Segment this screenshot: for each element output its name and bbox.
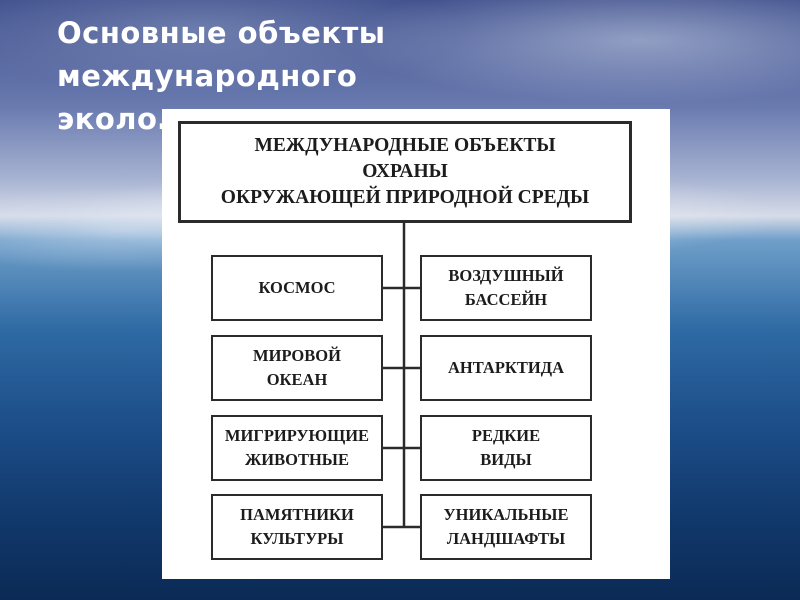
slide-title-line: международного <box>57 59 358 93</box>
node-label: ЛАНДШАФТЫ <box>446 529 566 548</box>
diagram-connectors <box>383 223 420 529</box>
node-label: МИГРИРУЮЩИЕ <box>224 426 370 445</box>
node-label: КОСМОС <box>258 278 336 297</box>
diagram-panel: МЕЖДУНАРОДНЫЕ ОБЪЕКТЫ ОХРАНЫ ОКРУЖАЮЩЕЙ … <box>162 109 670 579</box>
node-rare-species: РЕДКИЕ ВИДЫ <box>420 415 592 481</box>
node-label: АНТАРКТИДА <box>448 358 564 377</box>
node-label: ПАМЯТНИКИ <box>240 505 354 524</box>
node-antarctica: АНТАРКТИДА <box>420 335 592 401</box>
node-label: КУЛЬТУРЫ <box>250 529 344 548</box>
node-air-basin: ВОЗДУШНЫЙ БАССЕЙН <box>420 255 592 321</box>
node-migrating-animals: МИГРИРУЮЩИЕ ЖИВОТНЫЕ <box>211 415 383 481</box>
node-label: РЕДКИЕ <box>471 426 541 445</box>
node-label: УНИКАЛЬНЫЕ <box>443 505 569 524</box>
slide-title-line: Основные объекты <box>57 16 386 50</box>
node-label: ОКЕАН <box>266 370 328 389</box>
node-label: МИРОВОЙ <box>253 346 341 365</box>
node-label: ЖИВОТНЫЕ <box>244 450 350 469</box>
root-node-line: ОХРАНЫ <box>362 161 448 182</box>
root-node-line: МЕЖДУНАРОДНЫЕ ОБЪЕКТЫ <box>254 135 556 156</box>
node-space: КОСМОС <box>211 255 383 321</box>
node-label: ВОЗДУШНЫЙ <box>448 266 564 285</box>
node-unique-landscapes: УНИКАЛЬНЫЕ ЛАНДШАФТЫ <box>420 494 592 560</box>
root-node: МЕЖДУНАРОДНЫЕ ОБЪЕКТЫ ОХРАНЫ ОКРУЖАЮЩЕЙ … <box>178 121 632 223</box>
root-node-line: ОКРУЖАЮЩЕЙ ПРИРОДНОЙ СРЕДЫ <box>220 187 590 208</box>
node-label: БАССЕЙН <box>464 290 548 309</box>
node-culture-monuments: ПАМЯТНИКИ КУЛЬТУРЫ <box>211 494 383 560</box>
node-label: ВИДЫ <box>480 450 532 469</box>
node-world-ocean: МИРОВОЙ ОКЕАН <box>211 335 383 401</box>
